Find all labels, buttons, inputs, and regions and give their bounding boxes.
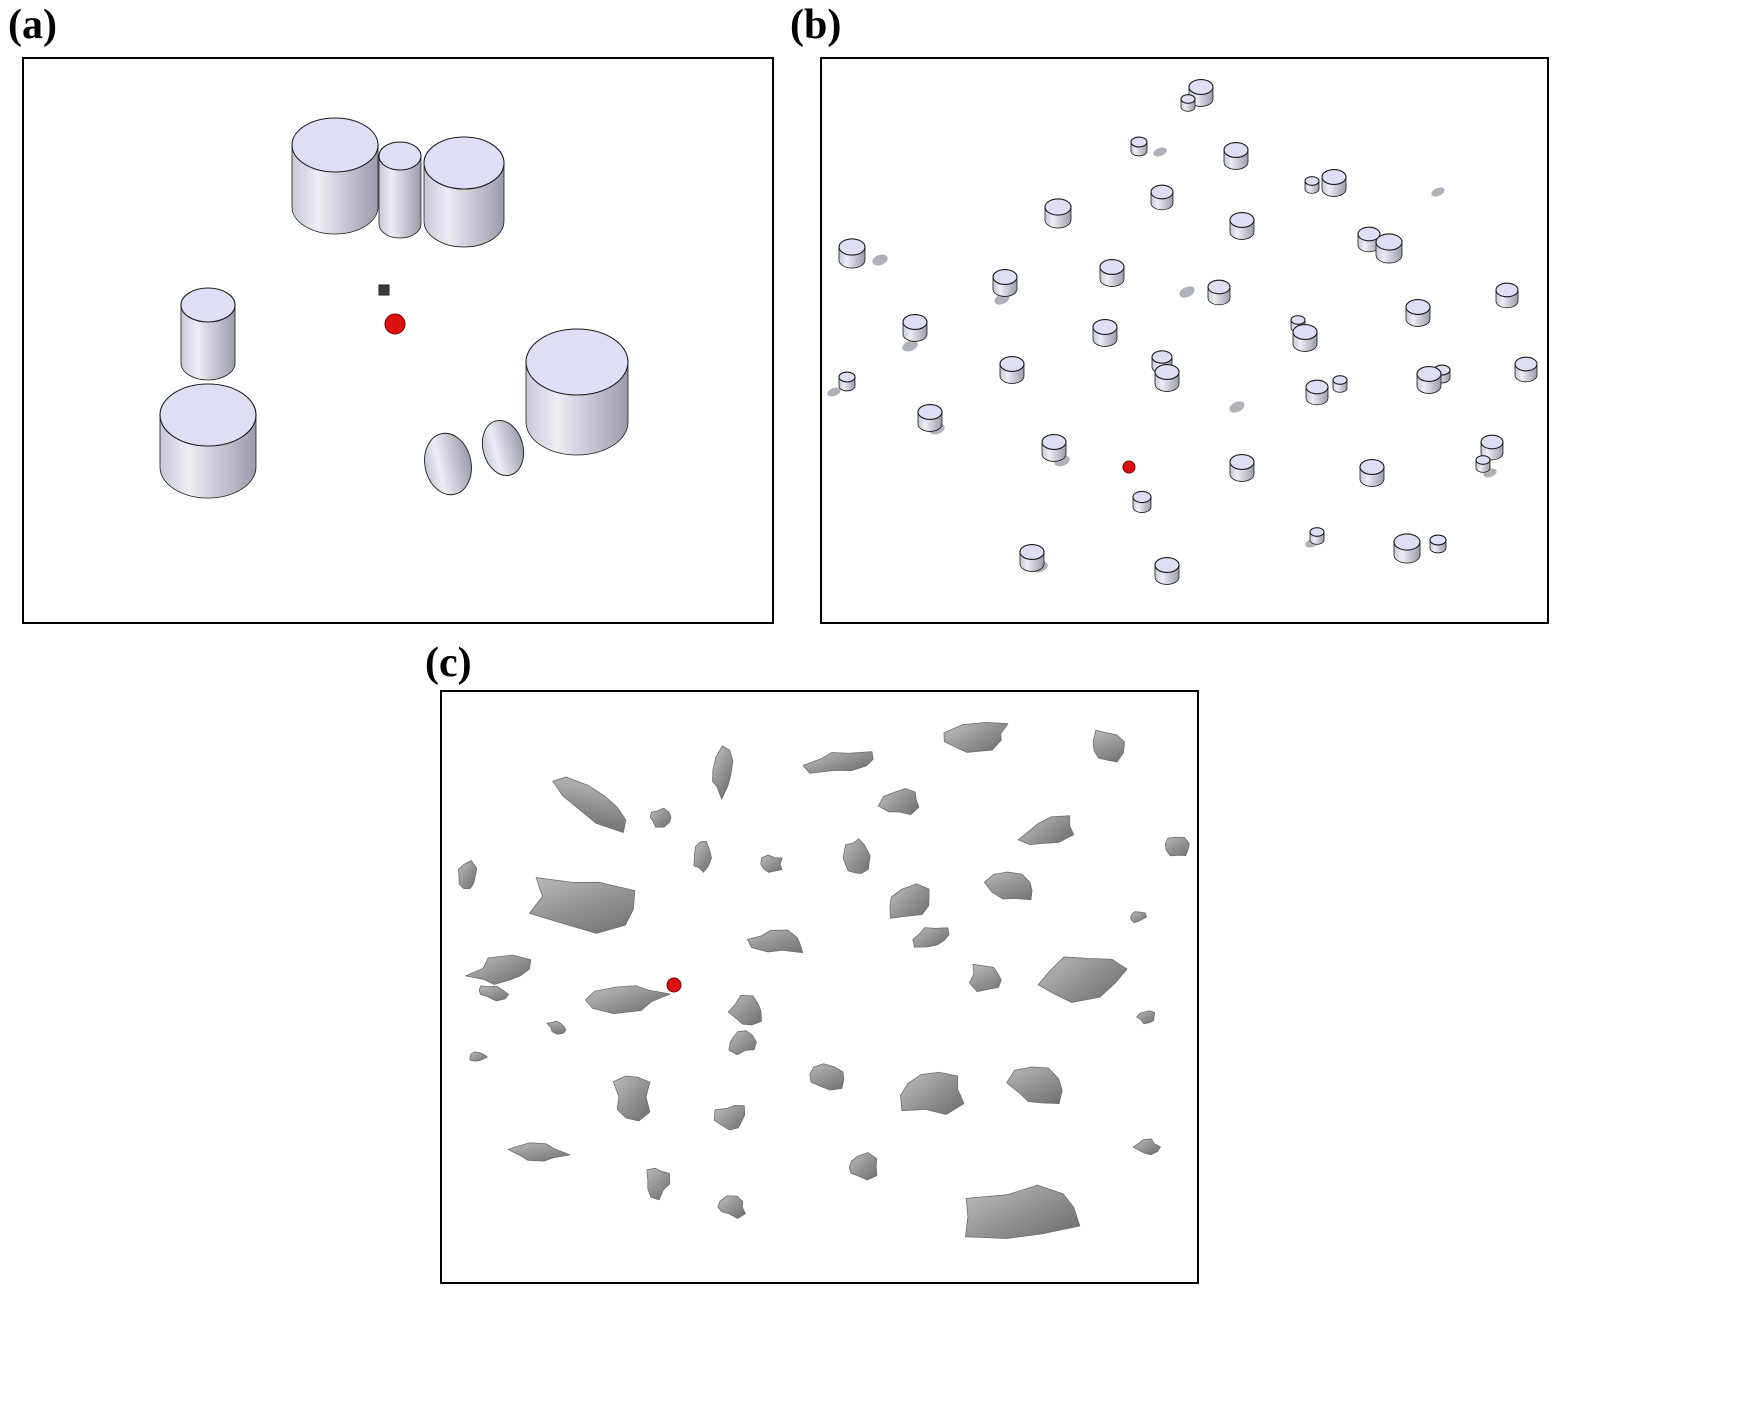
panel-b-box bbox=[820, 57, 1549, 624]
panel-c-scene bbox=[458, 721, 1190, 1239]
panel-c-box bbox=[440, 690, 1199, 1284]
panel-b-scene bbox=[827, 79, 1538, 585]
panel-a-label: (a) bbox=[8, 2, 57, 48]
panel-a-scene bbox=[159, 117, 629, 499]
panel-c-label: (c) bbox=[425, 640, 472, 686]
panel-a-box bbox=[22, 57, 774, 624]
panel-b-label: (b) bbox=[790, 2, 842, 48]
